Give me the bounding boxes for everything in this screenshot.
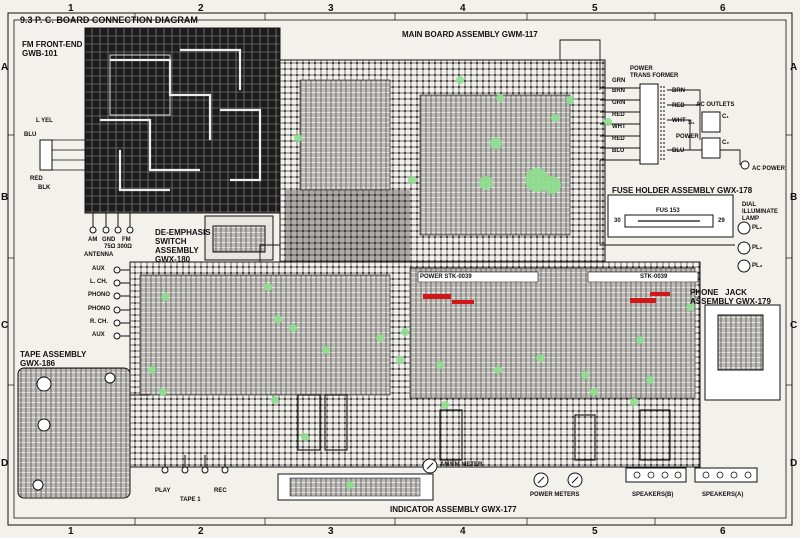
tape-play-label: PLAY [155, 488, 171, 494]
power-ic-label: POWER STK-0039 [420, 274, 472, 280]
phono-input-label: PHONO [88, 306, 111, 312]
capacitor-c2-label: C₂ [722, 140, 729, 146]
grid-column-label: 1 [68, 526, 74, 537]
antenna-gnd-label: GND [102, 237, 116, 243]
lamp-pl1-label: PL₁ [752, 225, 763, 231]
grid-column-label: 6 [720, 526, 726, 537]
wire-color-label: BLU [672, 148, 685, 154]
fuse-terminal-30: 30 [614, 218, 621, 224]
grid-column-label: 1 [68, 3, 74, 14]
grid-column-label: 2 [198, 3, 204, 14]
ac-power-label: AC POWER [752, 166, 785, 172]
grid-row-label: C [790, 320, 798, 331]
wire-color-label: L YEL [36, 118, 53, 124]
left-channel-label: L. CH. [90, 279, 108, 285]
tape-assembly-label: TAPE ASSEMBLY GWX-186 [20, 350, 87, 368]
wire-color-label: WHT [672, 118, 686, 124]
wire-color-label: GRN [612, 100, 626, 106]
wire-color-label: WHT [612, 124, 626, 130]
diagram-title: 9.3 P. C. BOARD CONNECTION DIAGRAM [20, 15, 198, 25]
switch-s1-label: S₁ [688, 120, 695, 126]
phone-jack-label: PHONE JACK ASSEMBLY GWX-179 [690, 288, 771, 306]
fm-front-end-label: FM FRONT-END GWB-101 [22, 40, 83, 58]
grid-row-label: C [1, 320, 9, 331]
indicator-assembly-label: INDICATOR ASSEMBLY GWX-177 [390, 505, 517, 514]
tape-rec-label: REC [214, 488, 227, 494]
phono-input-label: PHONO [88, 292, 111, 298]
aux-input-label: AUX [92, 266, 105, 272]
grid-row-label: D [1, 458, 9, 469]
antenna-am-label: AM [88, 237, 98, 243]
power-transformer-label: POWER TRANS FORMER [630, 66, 679, 79]
wire-color-label: RED [612, 136, 625, 142]
grid-column-label: 4 [460, 526, 466, 537]
grid-column-label: 3 [328, 526, 334, 537]
lamp-pl3-label: PL₃ [752, 263, 763, 269]
grid-row-label: D [790, 458, 798, 469]
tape1-label: TAPE 1 [180, 497, 201, 503]
de-emphasis-label: DE-EMPHASIS SWITCH ASSEMBLY GWX-180 [155, 228, 211, 264]
fuse-holder-label: FUSE HOLDER ASSEMBLY GWX-178 [612, 186, 753, 195]
grid-column-label: 5 [592, 526, 598, 537]
grid-column-label: 6 [720, 3, 726, 14]
antenna-label: ANTENNA [84, 252, 114, 258]
grid-column-label: 2 [198, 526, 204, 537]
power-ic-label: STK-0039 [640, 274, 668, 280]
right-channel-label: R. CH. [90, 319, 108, 325]
wire-color-label: BLK [38, 185, 51, 191]
power-switch-label: POWER [676, 134, 699, 140]
wire-color-label: RED [612, 112, 625, 118]
grid-row-label: A [790, 62, 798, 73]
lamp-pl2-label: PL₂ [752, 245, 763, 251]
grid-column-label: 5 [592, 3, 598, 14]
capacitor-c1-label: C₁ [722, 114, 729, 120]
antenna-impedance-label: 75Ω 300Ω [104, 244, 132, 250]
grid-row-label: B [790, 192, 798, 203]
grid-column-label: 3 [328, 3, 334, 14]
fuse-terminal-29: 29 [718, 218, 725, 224]
grid-column-label: 4 [460, 3, 466, 14]
wire-color-label: BRN [672, 88, 685, 94]
wire-color-label: BLU [612, 148, 625, 154]
ac-outlets-label: AC OUTLETS [696, 102, 735, 108]
power-meters-label: POWER METERS [530, 492, 580, 498]
wire-color-label: RED [672, 103, 685, 109]
aux-input-label: AUX [92, 332, 105, 338]
antenna-fm-label: FM [122, 237, 131, 243]
wire-color-label: BLU [24, 132, 37, 138]
grid-row-label: B [1, 192, 9, 203]
wire-color-label: BRN [612, 88, 625, 94]
am-fm-meter-label: AM/FM METER [440, 462, 483, 468]
fuse-code-label: FUS 153 [656, 208, 680, 214]
wire-color-label: GRN [612, 78, 626, 84]
dial-lamp-label: DIAL ILLUMINATE LAMP [742, 202, 778, 222]
wire-color-label: RED [30, 176, 43, 182]
speakers-b-label: SPEAKERS(B) [632, 492, 674, 498]
main-board-label: MAIN BOARD ASSEMBLY GWM-117 [402, 30, 538, 39]
speakers-a-label: SPEAKERS(A) [702, 492, 744, 498]
grid-row-label: A [1, 62, 9, 73]
